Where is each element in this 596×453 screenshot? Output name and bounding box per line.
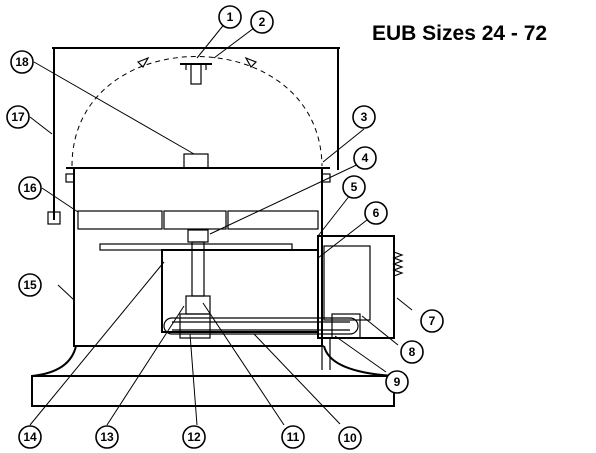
shaft-assembly [185,229,211,315]
callout-circle-7 [420,309,444,333]
callout-number-3: 3 [361,110,368,124]
callout-number-8: 8 [409,345,416,359]
callout-circle-1 [218,5,242,29]
callout-circle-8 [400,340,424,364]
callout-number-9: 9 [394,375,401,389]
callout-number-10: 10 [343,431,357,445]
callout-circle-6 [364,201,388,225]
arc-arrow-left [136,56,150,68]
callout-number-7: 7 [429,314,436,328]
callout-circle-3 [352,105,376,129]
hood-latch [180,63,212,85]
callout-number-1: 1 [227,10,234,24]
callout-number-18: 18 [15,55,29,69]
curb-base [31,345,395,407]
callout-number-2: 2 [259,15,266,29]
motor-support [321,338,331,370]
callout-number-4: 4 [362,151,369,165]
callout-circle-13 [95,425,119,449]
callout-circle-9 [385,370,409,394]
hood-outline [47,47,340,225]
diagram-title: EUB Sizes 24 - 72 [372,22,548,45]
callout-number-5: 5 [351,180,358,194]
callout-number-12: 12 [187,430,201,444]
callout-number-15: 15 [23,278,37,292]
fan-wheel [77,210,319,230]
callout-circle-17 [6,105,30,129]
callout-number-16: 16 [23,181,37,195]
callout-circle-2 [250,10,274,34]
top-cap [183,153,209,169]
callout-circle-16 [18,176,42,200]
belt-drive [163,313,361,339]
fan-housing [65,167,331,347]
callout-circle-15 [18,273,42,297]
callout-circle-18 [10,50,34,74]
callout-circle-12 [182,425,206,449]
callout-circle-5 [342,175,366,199]
callout-number-11: 11 [287,430,300,444]
callout-circle-11 [281,425,305,449]
callout-number-6: 6 [373,206,380,220]
callout-number-13: 13 [100,430,114,444]
callout-circle-4 [353,146,377,170]
leader-lines [29,16,413,426]
callout-number-14: 14 [23,430,37,444]
motor-compartment [161,249,319,333]
callout-circle-10 [338,426,362,450]
callout-circle-14 [18,425,42,449]
callout-number-17: 17 [11,110,25,124]
hood-swing-arc [71,56,323,167]
arc-arrow-right [244,56,258,68]
